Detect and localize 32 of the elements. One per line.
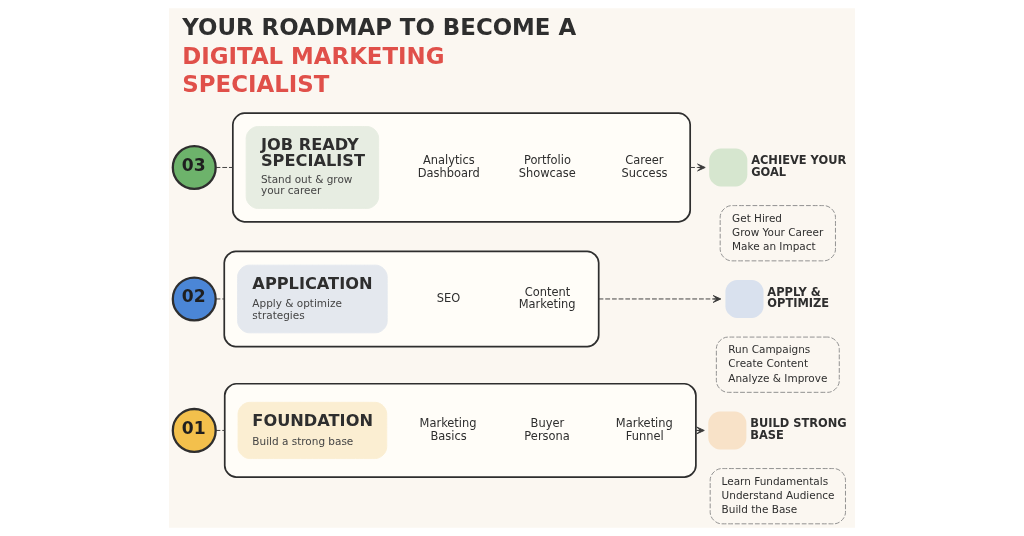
node-text: Marketing Funnel: [615, 416, 673, 443]
node-box: Get Hired Grow Your Career Make an Impact: [719, 205, 836, 262]
connector: [215, 429, 226, 431]
node-box: [708, 411, 747, 450]
node-circle: 01: [171, 407, 217, 454]
node-text: Analytics Dashboard: [417, 153, 480, 180]
node-text: Career Success: [621, 153, 668, 180]
node-box: FOUNDATION Build a strong base: [237, 401, 388, 460]
node-text: Buyer Persona: [524, 416, 570, 443]
node-box: JOB READY SPECIALIST Stand out & grow your career: [245, 126, 380, 209]
connector: [215, 167, 234, 168]
node-label: APPLY & OPTIMIZE: [767, 284, 830, 311]
node-box: Learn Fundamentals Understand Audience Build the Base: [709, 468, 846, 525]
node-label: BUILD STRONG BASE: [750, 416, 847, 442]
connector: [215, 298, 225, 300]
diagram-title: YOUR ROADMAP TO BECOME A DIGITAL MARKETING SPECIALIST: [182, 14, 577, 98]
node-label: ACHIEVE YOUR GOAL: [751, 153, 847, 179]
arrow: [598, 295, 722, 303]
node-circle: 03: [171, 144, 217, 191]
node-box: [709, 148, 748, 187]
node-text: Portfolio Showcase: [518, 153, 576, 180]
node-box: Run Campaigns Create Content Analyze & Improve: [715, 336, 840, 393]
node-text: SEO: [436, 290, 461, 305]
cluster: [223, 250, 600, 348]
node-box: [725, 279, 764, 318]
node-circle: 02: [171, 276, 217, 322]
arrow: [689, 163, 706, 172]
arrow: [696, 426, 705, 435]
node-box: APPLICATION Apply & optimize strategies: [237, 264, 388, 334]
node-text: Content Marketing: [518, 284, 576, 312]
node-text: Marketing Basics: [419, 416, 477, 443]
cluster: [232, 112, 692, 223]
